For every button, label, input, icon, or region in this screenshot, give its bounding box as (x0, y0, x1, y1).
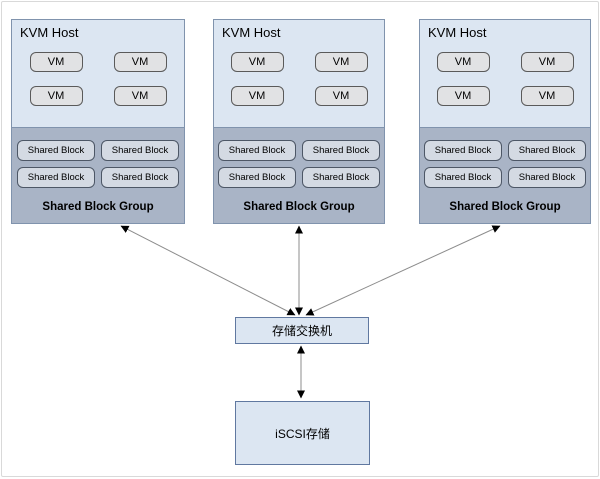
vm-box: VM (520, 52, 574, 72)
shared-block-grid: Shared Block Shared Block Shared Block S… (17, 140, 179, 188)
vm-box: VM (230, 52, 284, 72)
kvm-host-1-title: KVM Host (20, 25, 79, 40)
arrow-host1-switch (120, 225, 296, 316)
kvm-host-2-vm-grid: VM VM VM VM (222, 52, 376, 106)
kvm-host-1: KVM Host VM VM VM VM Shared Block Shared… (11, 19, 185, 224)
storage-switch-label: 存储交换机 (271, 324, 332, 338)
shared-block-group-label: Shared Block Group (42, 201, 154, 213)
shared-block-group-label: Shared Block Group (243, 201, 355, 213)
shared-block-box: Shared Block (424, 167, 502, 188)
shared-block-box: Shared Block (424, 140, 502, 161)
kvm-host-3-title: KVM Host (428, 25, 487, 40)
vm-box: VM (436, 52, 490, 72)
shared-block-box: Shared Block (17, 167, 95, 188)
storage-switch-node: 存储交换机 (235, 317, 369, 344)
kvm-host-1-vm-area: KVM Host VM VM VM VM (12, 20, 184, 127)
shared-block-box: Shared Block (508, 140, 586, 161)
shared-block-grid: Shared Block Shared Block Shared Block S… (218, 140, 380, 188)
kvm-host-3-vm-grid: VM VM VM VM (428, 52, 582, 106)
shared-block-grid: Shared Block Shared Block Shared Block S… (424, 140, 586, 188)
shared-block-box: Shared Block (17, 140, 95, 161)
shared-block-box: Shared Block (302, 167, 380, 188)
vm-box: VM (314, 52, 368, 72)
kvm-host-2-vm-area: KVM Host VM VM VM VM (214, 20, 384, 127)
vm-box: VM (520, 86, 574, 106)
kvm-host-3-vm-area: KVM Host VM VM VM VM (420, 20, 590, 127)
shared-block-box: Shared Block (218, 140, 296, 161)
vm-box: VM (29, 86, 83, 106)
vm-box: VM (29, 52, 83, 72)
vm-box: VM (230, 86, 284, 106)
shared-block-group-2: Shared Block Shared Block Shared Block S… (214, 127, 384, 223)
vm-box: VM (436, 86, 490, 106)
iscsi-storage-label: iSCSI存储 (275, 426, 330, 441)
shared-block-group-label: Shared Block Group (449, 201, 561, 213)
kvm-host-2-title: KVM Host (222, 25, 281, 40)
shared-block-box: Shared Block (101, 167, 179, 188)
kvm-host-3: KVM Host VM VM VM VM Shared Block Shared… (419, 19, 591, 224)
vm-box: VM (113, 86, 167, 106)
arrow-host3-switch (305, 225, 501, 316)
shared-block-group-1: Shared Block Shared Block Shared Block S… (12, 127, 184, 223)
vm-box: VM (314, 86, 368, 106)
shared-block-box: Shared Block (101, 140, 179, 161)
shared-block-box: Shared Block (218, 167, 296, 188)
iscsi-storage-node: iSCSI存储 (235, 401, 370, 465)
kvm-host-1-vm-grid: VM VM VM VM (20, 52, 176, 106)
shared-block-box: Shared Block (508, 167, 586, 188)
shared-block-box: Shared Block (302, 140, 380, 161)
kvm-host-2: KVM Host VM VM VM VM Shared Block Shared… (213, 19, 385, 224)
shared-block-group-3: Shared Block Shared Block Shared Block S… (420, 127, 590, 223)
vm-box: VM (113, 52, 167, 72)
